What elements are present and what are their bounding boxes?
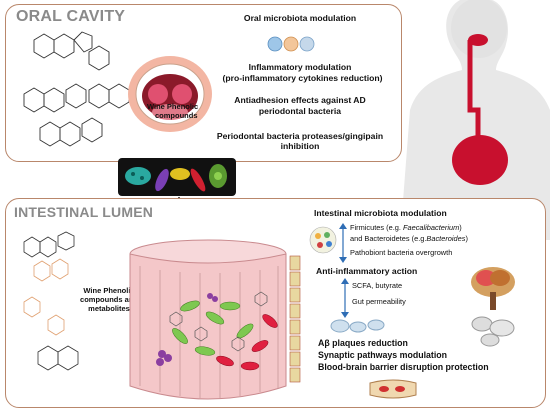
firmicutes-line-2: and Bacteroidetes (e.g.Bacteroides) xyxy=(350,234,468,243)
oral-effect-1: Oral microbiota modulation xyxy=(243,13,357,23)
intestinal-lumen-title: INTESTINAL LUMEN xyxy=(14,204,154,220)
intestinal-lumen-illustration xyxy=(129,239,301,400)
oral-effect-4: Antiadhesion effects against AD xyxy=(234,95,366,105)
open-mouth-icon xyxy=(128,56,212,132)
pathobiont-line: Pathobiont bacteria overgrowth xyxy=(350,248,453,257)
phenolic-structures-oral-icon xyxy=(23,31,130,147)
gut-permeability-line: Gut permeability xyxy=(352,297,406,306)
scfa-line: SCFA, butyrate xyxy=(352,281,403,290)
oral-effect-6: Periodontal bacteria proteases/gingipain… xyxy=(216,131,384,152)
brain-effect-2: Synaptic pathways modulation xyxy=(318,350,448,360)
wine-phenolic-label-int-2: compounds and xyxy=(80,294,138,304)
plaques-gray-icon xyxy=(471,316,515,347)
microbiota-circle-icon xyxy=(309,226,337,254)
oral-effect-3: (pro-inflammatory cytokines reduction) xyxy=(222,73,383,83)
plaques-icon xyxy=(330,319,385,333)
wine-phenolic-label-oral-1: Wine Phenolic xyxy=(147,102,199,111)
brain-effect-1: Aβ plaques reduction xyxy=(318,338,408,348)
blood-brain-barrier-icon xyxy=(369,379,417,399)
oral-cavity-title: ORAL CAVITY xyxy=(16,8,126,25)
neuron-tree-icon xyxy=(471,267,515,310)
scfa-arrows-icon xyxy=(341,278,349,318)
human-body-illustration xyxy=(400,0,550,240)
increase-arrow-icon xyxy=(339,223,347,263)
intestine-red-icon xyxy=(452,135,508,185)
oral-effect-2: Inflammatory modulation xyxy=(248,62,352,72)
bacteria-strip-icon xyxy=(118,158,236,196)
wine-phenolic-label-int-1: Wine Phenolic xyxy=(83,286,135,295)
anti-inflammatory-heading: Anti-inflammatory action xyxy=(316,266,418,276)
intestinal-microbiota-heading: Intestinal microbiota modulation xyxy=(314,208,447,218)
firmicutes-line-1: Firmicutes (e.g. Faecalibacterium) xyxy=(350,223,462,232)
oral-effect-5: periodontal bacteria xyxy=(258,106,342,116)
phenolic-structures-intestine-icon xyxy=(23,231,79,371)
oral-microbiota-icon xyxy=(267,36,315,52)
wine-phenolic-label-int-3: metabolites xyxy=(88,303,130,313)
wine-phenolic-label-oral-2: compounds xyxy=(155,110,198,120)
brain-effect-3: Blood-brain barrier disruption protectio… xyxy=(318,362,489,372)
